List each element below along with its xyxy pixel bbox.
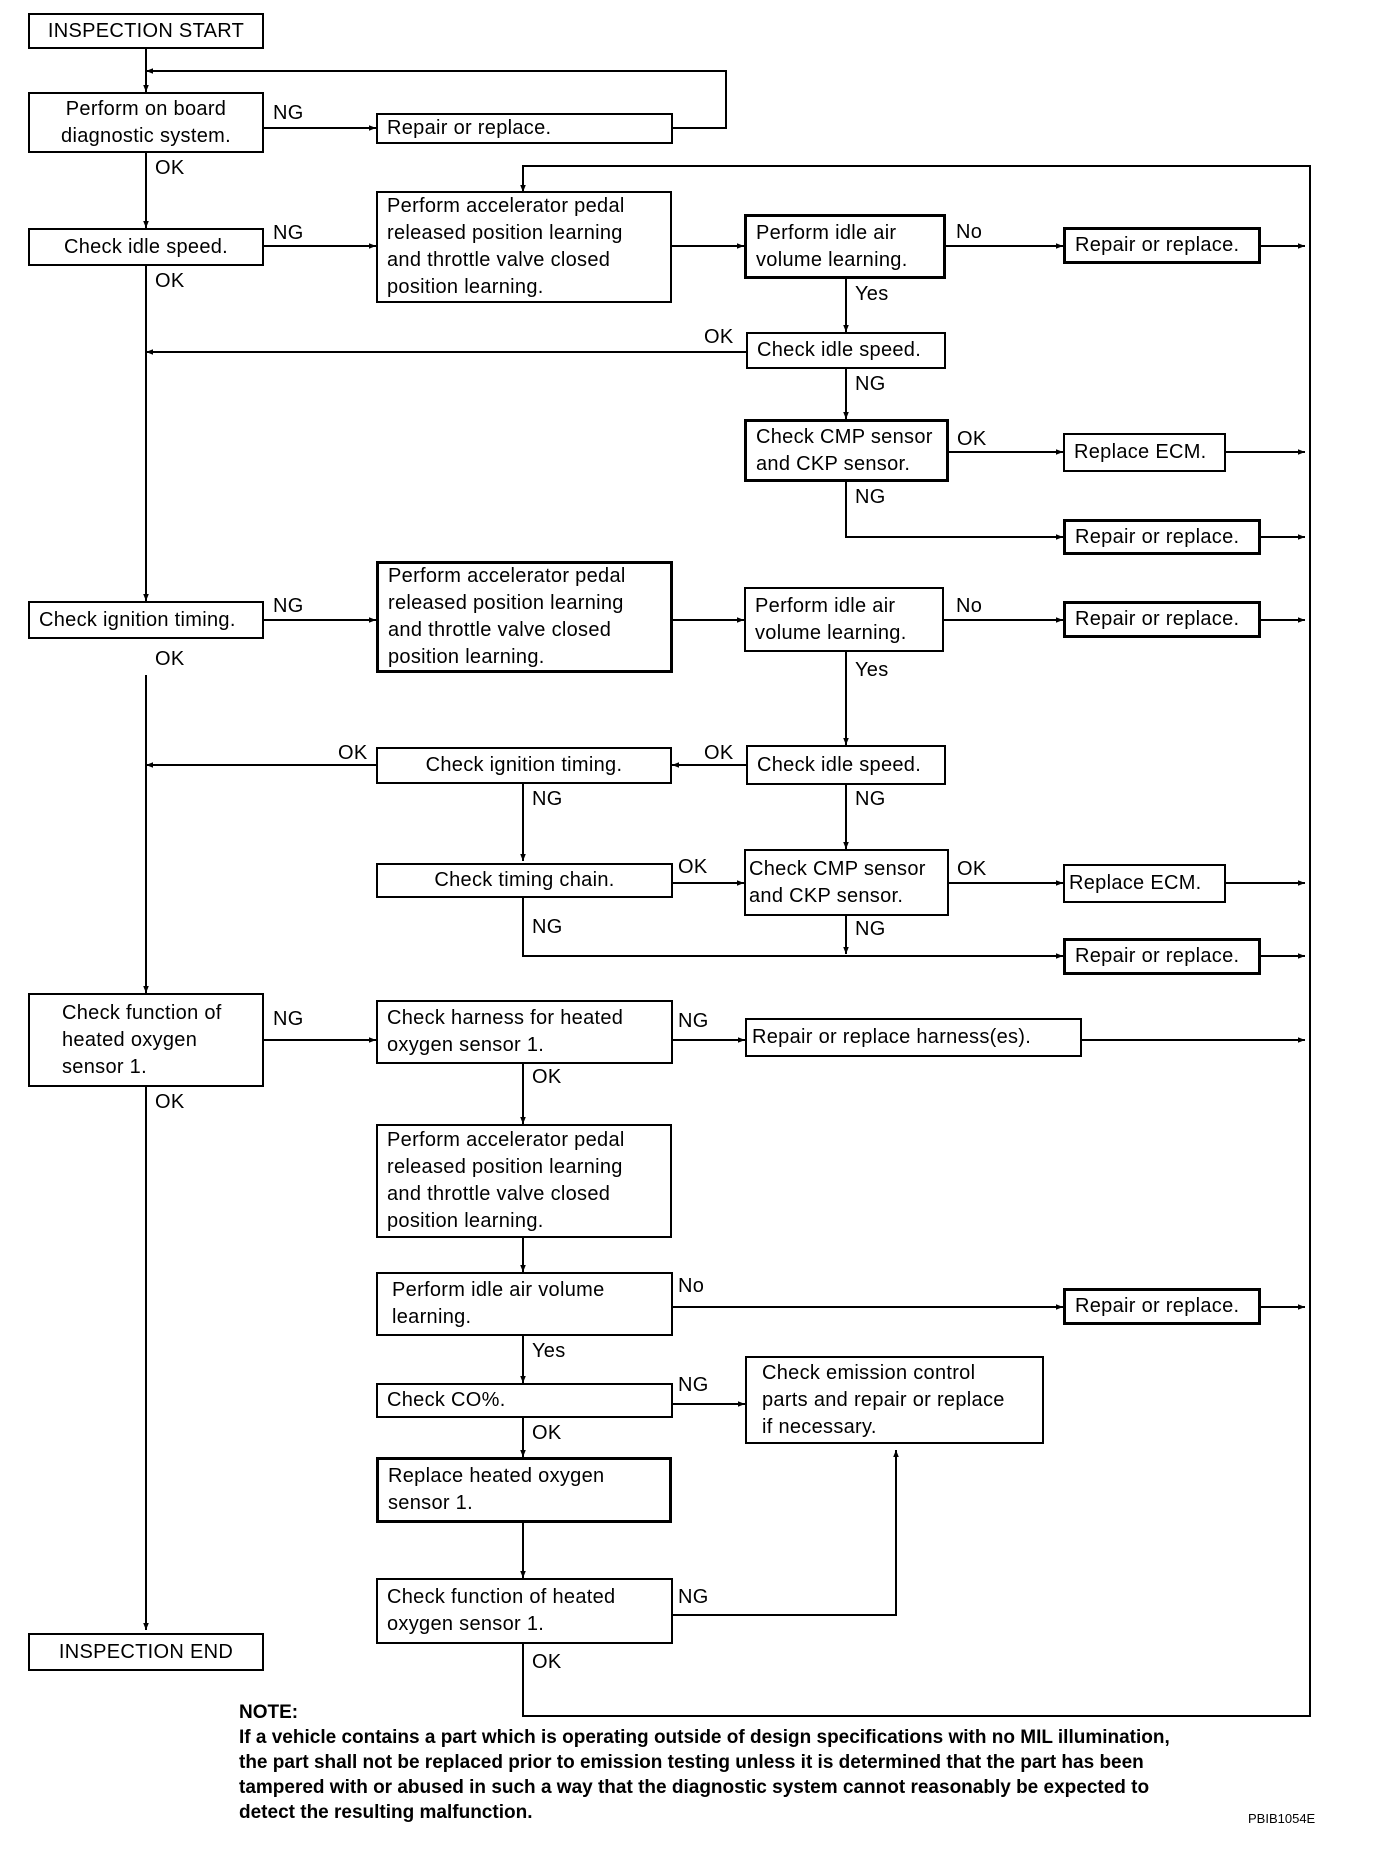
repair-or-replace-box-3: Repair or replace. <box>1063 601 1261 638</box>
check-harness-box: Check harness for heated oxygen sensor 1… <box>376 1000 673 1064</box>
idle-air-volume-learning-box-1: Perform idle air volume learning. <box>744 214 946 279</box>
figure-code: PBIB1054E <box>1248 1811 1316 1826</box>
ok-label-idle-2: OK <box>704 326 734 348</box>
ok-label-co: OK <box>532 1422 562 1444</box>
check-heated-oxygen-sensor-function-box-2: Check function of heated oxygen sensor 1… <box>376 1578 673 1644</box>
ng-label-harness: NG <box>678 1010 709 1032</box>
ok-label-timing-chain: OK <box>678 856 708 878</box>
inspection-start-box: INSPECTION START <box>28 13 264 49</box>
check-heated-oxygen-sensor-function-box: Check function of heated oxygen sensor 1… <box>28 993 264 1087</box>
repair-or-replace-box-2: Repair or replace. <box>1063 519 1261 555</box>
ng-label-idle-2: NG <box>855 373 886 395</box>
ng-label-cmp-2: NG <box>855 918 886 940</box>
ok-label-cmp-2: OK <box>957 858 987 880</box>
check-idle-speed-box: Check idle speed. <box>28 228 264 266</box>
ng-label-idle-3: NG <box>855 788 886 810</box>
accelerator-pedal-learning-box-1: Perform accelerator pedal released posit… <box>376 191 672 303</box>
ok-label-harness: OK <box>532 1066 562 1088</box>
ok-label-ho2s-function-2: OK <box>532 1651 562 1673</box>
ng-label-co: NG <box>678 1374 709 1396</box>
no-label-idle-air-2: No <box>956 595 983 617</box>
ng-label-ignition-2: NG <box>532 788 563 810</box>
ok-label-obd: OK <box>155 157 185 179</box>
ng-label-ho2s-function: NG <box>273 1008 304 1030</box>
replace-ecm-box-1: Replace ECM. <box>1063 433 1226 472</box>
ok-label-ho2s-function: OK <box>155 1091 185 1113</box>
ok-label-ignition: OK <box>155 648 185 670</box>
check-emission-control-parts-box: Check emission control parts and repair … <box>745 1356 1044 1444</box>
ng-label-timing-chain: NG <box>532 916 563 938</box>
ng-label-ignition: NG <box>273 595 304 617</box>
ng-label-cmp-1: NG <box>855 486 886 508</box>
check-co-percent-box: Check CO%. <box>376 1383 673 1418</box>
repair-or-replace-box-top: Repair or replace. <box>376 113 673 144</box>
yes-label-idle-air-3: Yes <box>532 1340 566 1362</box>
repair-or-replace-box-5: Repair or replace. <box>1063 1288 1261 1325</box>
check-idle-speed-box-3: Check idle speed. <box>746 745 946 785</box>
repair-or-replace-box-4: Repair or replace. <box>1063 938 1261 975</box>
check-idle-speed-box-2: Check idle speed. <box>746 332 946 369</box>
check-ignition-timing-box: Check ignition timing. <box>28 601 264 639</box>
replace-heated-oxygen-sensor-box: Replace heated oxygen sensor 1. <box>376 1457 672 1523</box>
ok-label-idle-3: OK <box>704 742 734 764</box>
no-label-idle-air-1: No <box>956 221 983 243</box>
ng-label-ho2s-function-2: NG <box>678 1586 709 1608</box>
check-ignition-timing-box-2: Check ignition timing. <box>376 747 672 784</box>
inspection-end-box: INSPECTION END <box>28 1633 264 1671</box>
note-title: NOTE: <box>239 1702 299 1723</box>
yes-label-idle-air-1: Yes <box>855 283 889 305</box>
check-cmp-ckp-sensor-box-2: Check CMP sensor and CKP sensor. <box>744 849 949 916</box>
ng-label-obd: NG <box>273 102 304 124</box>
note-text: If a vehicle contains a part which is op… <box>239 1727 1170 1823</box>
repair-or-replace-box-1: Repair or replace. <box>1063 227 1261 264</box>
no-label-idle-air-3: No <box>678 1275 705 1297</box>
perform-obd-box: Perform on board diagnostic system. <box>28 92 264 153</box>
replace-ecm-box-2: Replace ECM. <box>1063 864 1226 903</box>
ng-label-idle: NG <box>273 222 304 244</box>
accelerator-pedal-learning-box-2: Perform accelerator pedal released posit… <box>376 561 673 673</box>
idle-air-volume-learning-box-3: Perform idle air volume learning. <box>376 1272 673 1336</box>
check-cmp-ckp-sensor-box-1: Check CMP sensor and CKP sensor. <box>744 419 949 482</box>
ok-label-cmp-1: OK <box>957 428 987 450</box>
ok-label-ignition-2: OK <box>338 742 368 764</box>
accelerator-pedal-learning-box-3: Perform accelerator pedal released posit… <box>376 1124 672 1238</box>
check-timing-chain-box: Check timing chain. <box>376 863 673 898</box>
repair-or-replace-harness-box: Repair or replace harness(es). <box>745 1018 1082 1057</box>
yes-label-idle-air-2: Yes <box>855 659 889 681</box>
note-block: NOTE: If a vehicle contains a part which… <box>239 1700 1339 1825</box>
ok-label-idle: OK <box>155 270 185 292</box>
idle-air-volume-learning-box-2: Perform idle air volume learning. <box>744 587 944 652</box>
